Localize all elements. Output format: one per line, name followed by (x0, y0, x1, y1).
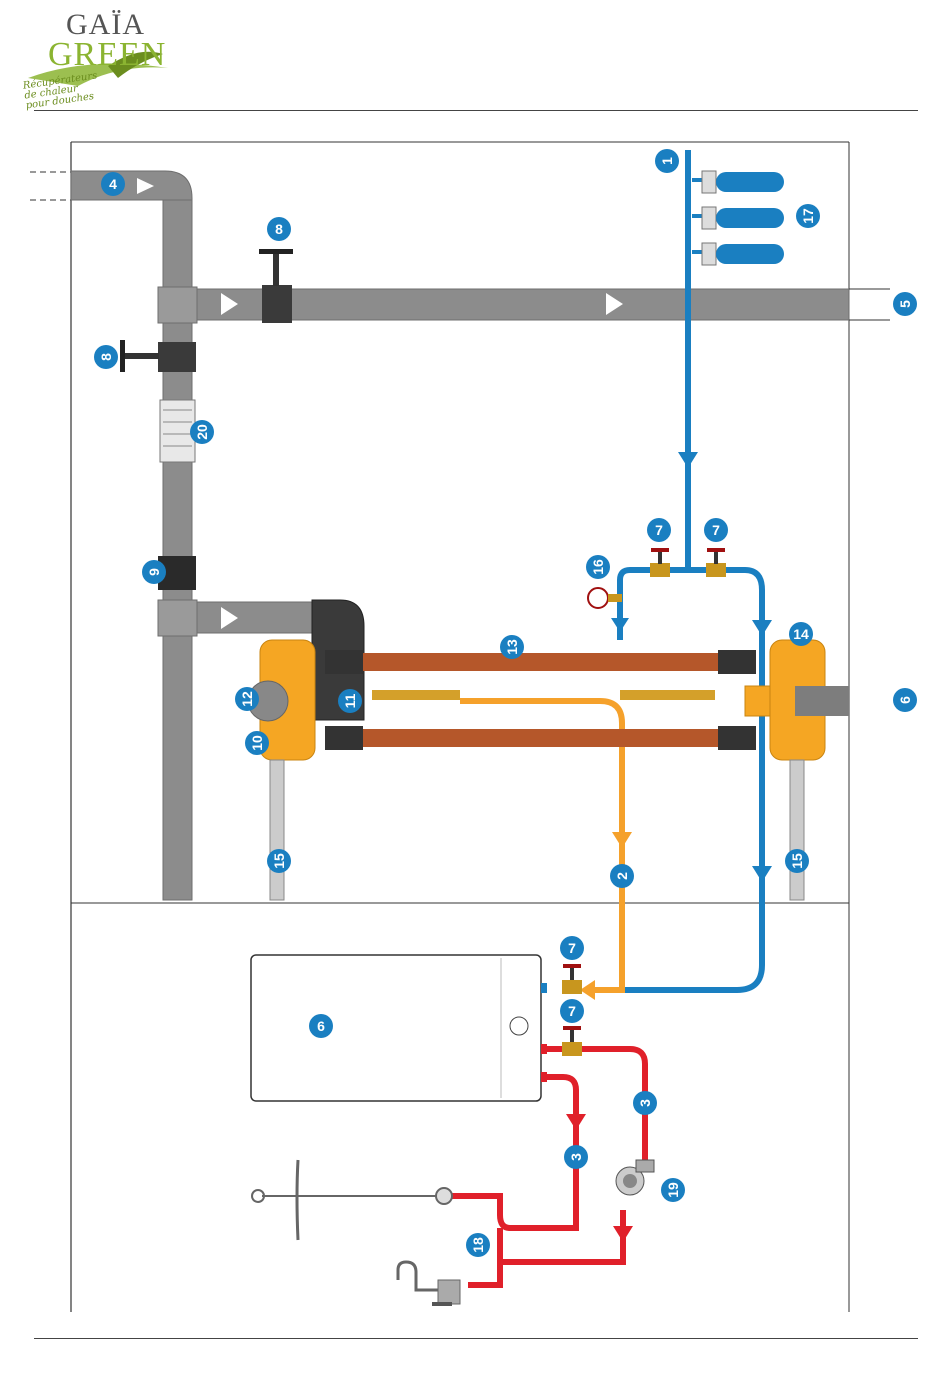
callout-c14: 14 (789, 622, 813, 646)
callout-number: 6 (317, 1018, 325, 1034)
callout-number: 15 (271, 853, 287, 869)
callout-c8b: 8 (94, 345, 118, 369)
callout-c7c: 7 (560, 936, 584, 960)
support-legs (270, 760, 804, 900)
callout-c18: 18 (466, 1233, 490, 1257)
callout-c7a: 7 (647, 518, 671, 542)
callout-c6b: 6 (893, 688, 917, 712)
callout-number: 18 (470, 1237, 486, 1253)
preheated-arrow-tank (580, 980, 595, 1000)
drain-pipe-system (71, 171, 849, 900)
callout-c12: 12 (235, 687, 259, 711)
callout-number: 19 (665, 1182, 681, 1198)
callout-number: 7 (655, 522, 663, 538)
callout-c16: 16 (586, 555, 610, 579)
callout-number: 14 (793, 626, 809, 642)
callout-number: 16 (590, 559, 606, 575)
pressure-gauge (588, 588, 622, 608)
callout-number: 7 (568, 1003, 576, 1019)
callout-number: 17 (800, 208, 816, 224)
water-filters (692, 171, 784, 265)
callout-number: 1 (659, 157, 675, 165)
callout-c3a: 3 (564, 1145, 588, 1169)
callout-number: 2 (614, 872, 630, 880)
callout-number: 15 (789, 853, 805, 869)
callout-number: 11 (342, 693, 358, 708)
callout-c15a: 15 (267, 849, 291, 873)
callout-c13: 13 (500, 635, 524, 659)
shower-head (252, 1160, 452, 1240)
callout-c7b: 7 (704, 518, 728, 542)
callout-number: 3 (637, 1099, 653, 1107)
callout-c9: 9 (142, 560, 166, 584)
callout-c10: 10 (245, 731, 269, 755)
shutoff-valve-vertical (120, 340, 196, 372)
drain-branch-pipe (192, 602, 322, 633)
callout-number: 20 (194, 424, 210, 440)
callout-number: 4 (109, 176, 117, 192)
callout-c17: 17 (796, 204, 820, 228)
callout-number: 6 (897, 696, 913, 704)
drain-flow-arrows (137, 178, 623, 629)
callout-number: 7 (568, 940, 576, 956)
filter-mesh (160, 400, 195, 462)
callout-c8a: 8 (267, 217, 291, 241)
circulation-pump (616, 1160, 654, 1195)
callout-c5: 5 (893, 292, 917, 316)
callout-number: 7 (712, 522, 720, 538)
callout-number: 9 (146, 568, 162, 576)
callout-c11: 11 (338, 689, 362, 713)
callout-c20: 20 (190, 420, 214, 444)
callout-number: 12 (239, 691, 255, 707)
callout-c6a: 6 (309, 1014, 333, 1038)
callout-c3b: 3 (633, 1091, 657, 1115)
callout-c19: 19 (661, 1178, 685, 1202)
callout-number: 8 (98, 353, 114, 361)
callout-number: 13 (504, 639, 520, 655)
callout-c15b: 15 (785, 849, 809, 873)
callout-number: 8 (275, 221, 283, 237)
cold-water-line (590, 150, 762, 990)
callout-number: 10 (249, 735, 265, 751)
water-heater-tank (251, 955, 547, 1101)
preheated-arrow (612, 832, 632, 848)
shutoff-valve-horizontal (259, 249, 293, 323)
callout-c7d: 7 (560, 999, 584, 1023)
faucet (398, 1262, 460, 1306)
callout-number: 5 (897, 300, 913, 308)
callout-c1: 1 (655, 149, 679, 173)
callout-number: 3 (568, 1153, 584, 1161)
callout-c4: 4 (101, 172, 125, 196)
callout-c2: 2 (610, 864, 634, 888)
